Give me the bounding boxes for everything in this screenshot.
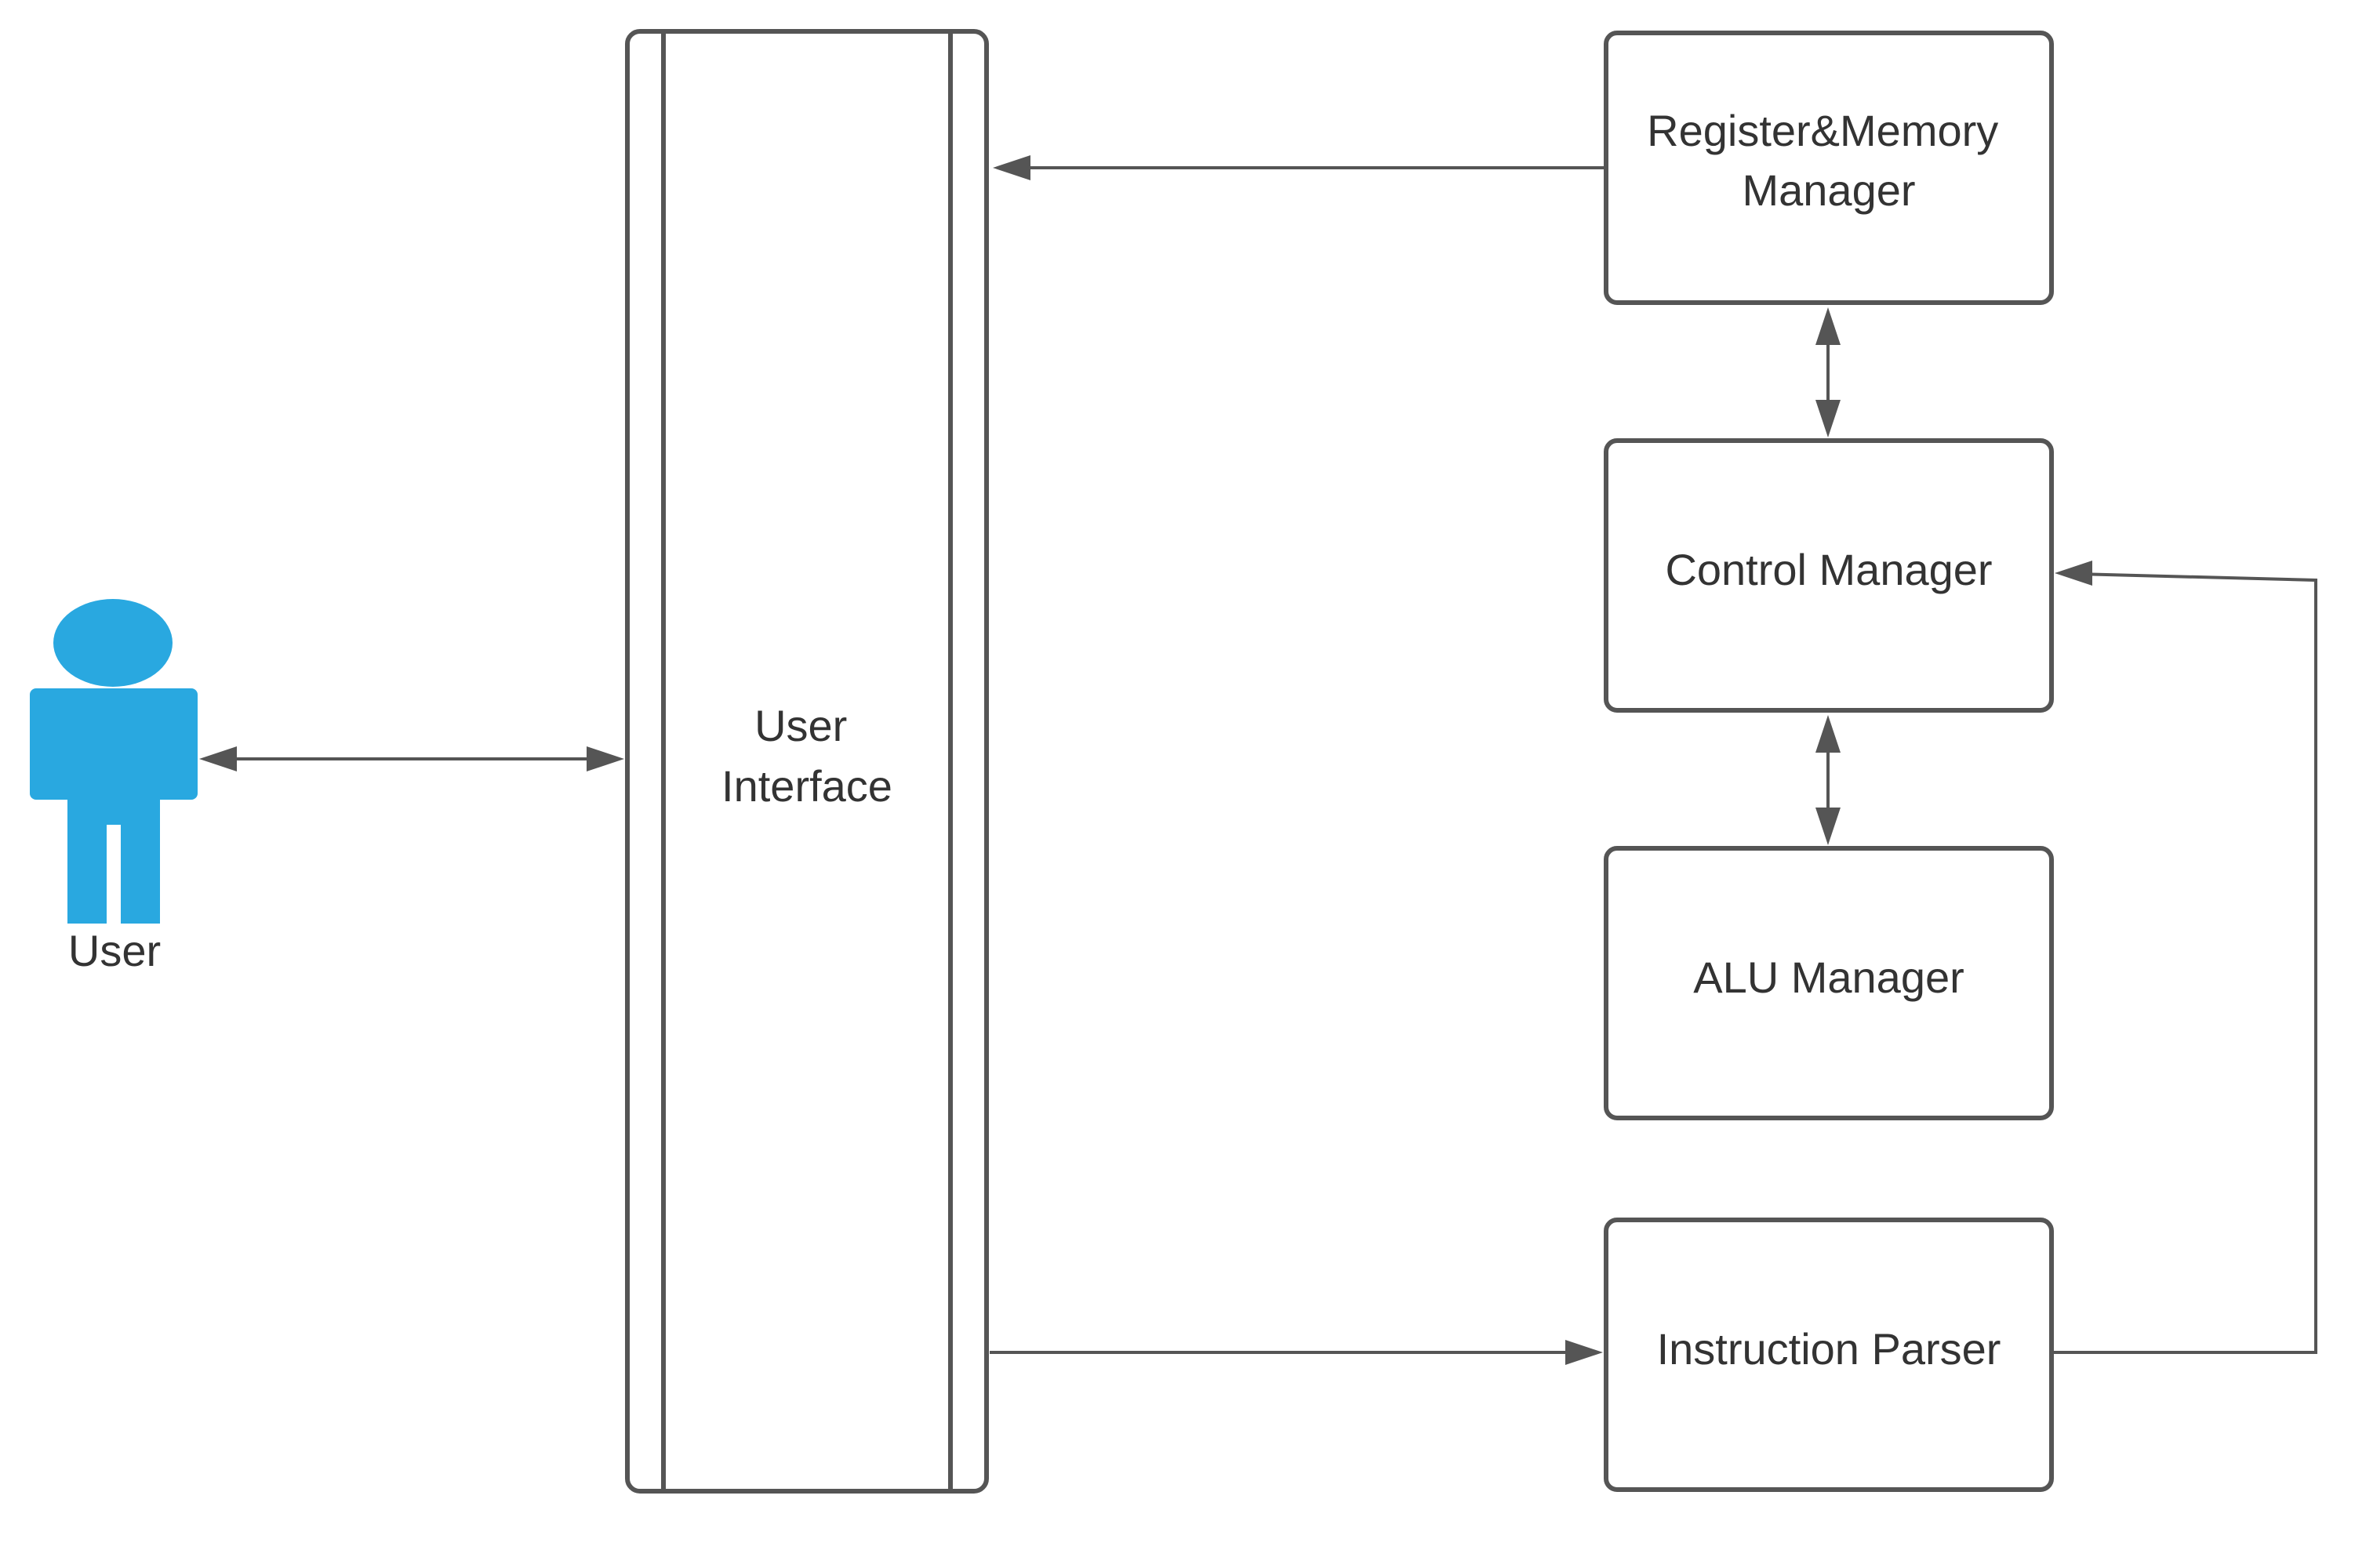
- instruction-parser-label: Instruction Parser: [1657, 1324, 2001, 1374]
- user-label: User: [68, 926, 161, 975]
- user-interface-block: User Interface: [625, 29, 989, 1494]
- arrowhead-left: [199, 746, 237, 771]
- connector-regmem-control: [1815, 307, 1841, 437]
- instruction-parser-box: Instruction Parser: [1604, 1218, 2054, 1492]
- arrowhead-down: [1815, 400, 1841, 437]
- connector-regmem-ui: [993, 155, 1605, 180]
- connector-ui-parser: [990, 1340, 1603, 1365]
- register-memory-manager-box: Register&Memory Manager: [1604, 31, 2054, 305]
- alu-manager-label: ALU Manager: [1693, 953, 1964, 1002]
- arrowhead-left: [2055, 561, 2092, 586]
- alu-manager-box: ALU Manager: [1604, 846, 2054, 1120]
- connector-control-alu: [1815, 715, 1841, 845]
- control-manager-box: Control Manager: [1604, 438, 2054, 713]
- arrowhead-left: [993, 155, 1030, 180]
- arrowhead-up: [1815, 307, 1841, 345]
- connector-user-ui: [199, 746, 624, 771]
- user-actor: User: [30, 599, 198, 975]
- arrowhead-right: [1565, 1340, 1603, 1365]
- person-icon: [30, 599, 198, 924]
- arrowhead-down: [1815, 808, 1841, 845]
- connector-parser-control: [2052, 561, 2317, 1354]
- user-interface-label: User Interface: [721, 701, 892, 811]
- register-memory-manager-label: Register&Memory Manager: [1647, 106, 2011, 215]
- arrowhead-right: [587, 746, 624, 771]
- control-manager-label: Control Manager: [1665, 545, 1992, 594]
- arrowhead-up: [1815, 715, 1841, 753]
